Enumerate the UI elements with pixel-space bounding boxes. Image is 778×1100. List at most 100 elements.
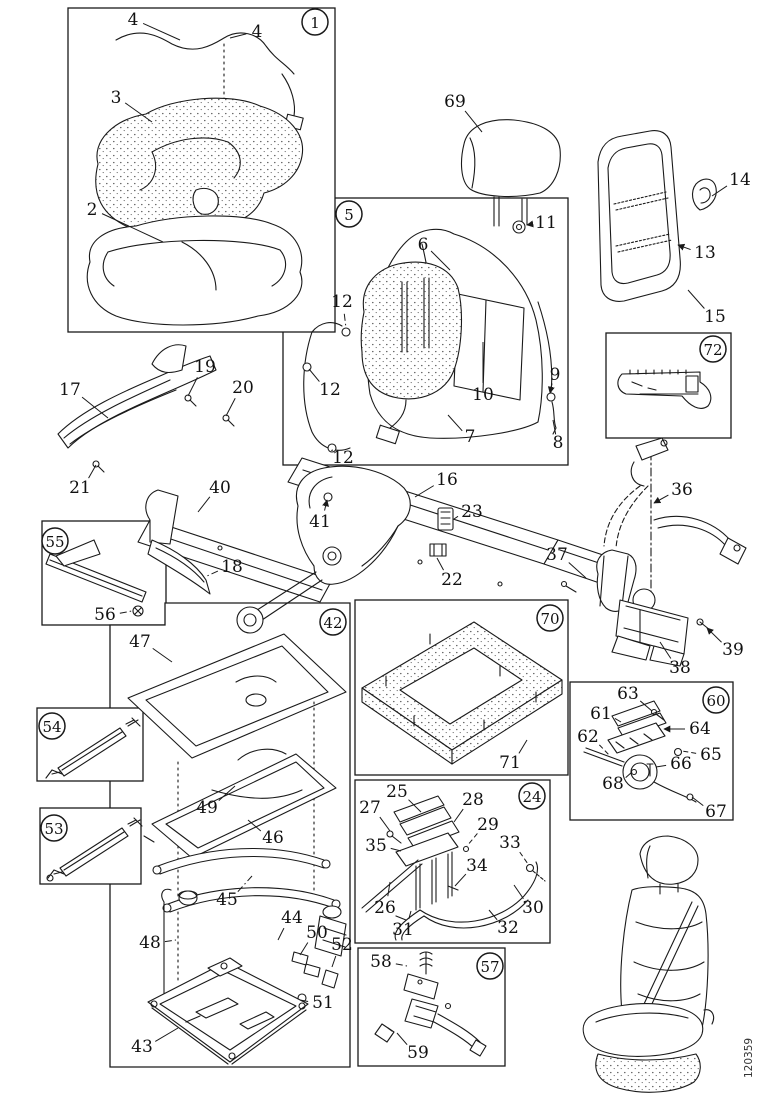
- part-number-label: 69: [444, 92, 466, 112]
- leader-line: [464, 110, 483, 133]
- leader-line: [247, 819, 262, 832]
- part-number-label: 21: [69, 478, 91, 498]
- leader-line: [518, 739, 528, 754]
- part-number-label: 25: [386, 782, 408, 802]
- leader-line: [513, 884, 524, 900]
- group-number-circle: [40, 814, 68, 842]
- sketch-suspension: [127, 633, 347, 1065]
- part-number-label: 65: [700, 745, 722, 765]
- leader-line: [164, 939, 177, 943]
- leader-line: [299, 999, 309, 1002]
- part-number-label: 63: [617, 684, 639, 704]
- sketches-layer: 120359: [45, 32, 755, 1093]
- part-number-label: 50: [306, 923, 328, 943]
- part-number-label: 7: [465, 427, 476, 447]
- leader-line: [206, 570, 219, 577]
- group-number-circle: [518, 782, 546, 810]
- leader-line: [308, 368, 320, 382]
- group-number-text: 42: [323, 614, 342, 632]
- sketch-seat-belt: [560, 437, 747, 667]
- part-number-label: 47: [129, 632, 151, 652]
- leader-line: [152, 647, 173, 663]
- part-number-label: 38: [669, 658, 691, 678]
- leader-line: [343, 313, 347, 329]
- group-number-text: 55: [45, 533, 64, 551]
- leader-line: [639, 700, 653, 712]
- part-number-label: 39: [722, 640, 744, 660]
- leader-line: [453, 515, 459, 520]
- leader-line: [197, 496, 211, 513]
- sketch-side-valance: [57, 344, 235, 473]
- group-number-circle: [301, 8, 329, 36]
- group-number-text: 53: [44, 820, 63, 838]
- group-number-text: 1: [310, 14, 320, 32]
- group-number-text: 60: [706, 692, 725, 710]
- leader-line: [653, 494, 669, 504]
- leader-line: [625, 771, 633, 778]
- leader-line: [488, 909, 498, 921]
- part-number-label: 17: [59, 380, 81, 400]
- sketch-air-valve: [361, 795, 546, 941]
- part-number-label: 2: [87, 200, 98, 220]
- leader-line: [218, 785, 236, 801]
- part-number-label: 11: [535, 213, 557, 233]
- part-number-label: 41: [309, 512, 331, 532]
- part-number-label: 8: [553, 433, 564, 453]
- leader-line: [390, 847, 402, 852]
- group-number-text: 54: [42, 718, 61, 736]
- group-number-text: 70: [540, 610, 559, 628]
- part-number-label: 33: [499, 833, 521, 853]
- sketch-gas-spring-53: [46, 817, 155, 882]
- part-number-label: 61: [590, 704, 612, 724]
- part-number-label: 68: [602, 774, 624, 794]
- group-number-text: 5: [344, 206, 354, 224]
- part-number-label: 23: [461, 502, 483, 522]
- leader-line: [225, 398, 236, 417]
- leader-line: [81, 396, 109, 419]
- leader-line: [119, 610, 133, 614]
- leader-line: [552, 419, 557, 435]
- leader-line: [453, 808, 464, 823]
- leader-line: [237, 875, 253, 893]
- part-number-label: 52: [331, 935, 353, 955]
- leader-line: [387, 881, 391, 897]
- leader-line: [142, 22, 181, 41]
- leader-line: [155, 1027, 179, 1042]
- sketch-complete-seat: [582, 835, 715, 1093]
- leader-line: [229, 33, 247, 39]
- part-number-label: 14: [729, 170, 751, 190]
- group-number-circle: [536, 604, 564, 632]
- part-number-label: 46: [262, 828, 284, 848]
- group-number-text: 72: [703, 341, 722, 359]
- leader-line: [322, 499, 329, 511]
- leader-line: [659, 641, 672, 659]
- part-number-label: 71: [499, 753, 521, 773]
- leader-line: [430, 250, 451, 271]
- group-number-circle: [476, 952, 504, 980]
- leader-line: [447, 414, 463, 432]
- part-number-label: 67: [705, 802, 727, 822]
- part-number-label: 12: [332, 448, 354, 468]
- part-number-label: 12: [319, 380, 341, 400]
- leader-line: [379, 816, 391, 832]
- leader-line: [706, 627, 722, 643]
- part-number-label: 16: [436, 470, 458, 490]
- sketch-backrest-group: [302, 119, 561, 453]
- sketch-recliner-handle: [236, 465, 454, 634]
- doc-number: 120359: [743, 1038, 755, 1078]
- part-number-label: 40: [209, 478, 231, 498]
- part-number-label: 4: [128, 10, 139, 30]
- group-number-text: 57: [480, 958, 499, 976]
- leader-line: [414, 485, 435, 498]
- part-number-label: 26: [374, 898, 396, 918]
- part-number-label: 45: [216, 890, 238, 910]
- part-number-label: 58: [370, 952, 392, 972]
- part-number-label: 28: [462, 790, 484, 810]
- leader-line: [711, 185, 728, 197]
- part-number-label: 4: [252, 22, 263, 42]
- leader-line: [655, 764, 667, 768]
- part-number-label: 10: [472, 385, 494, 405]
- leader-line: [101, 213, 164, 243]
- part-number-label: 9: [550, 365, 561, 385]
